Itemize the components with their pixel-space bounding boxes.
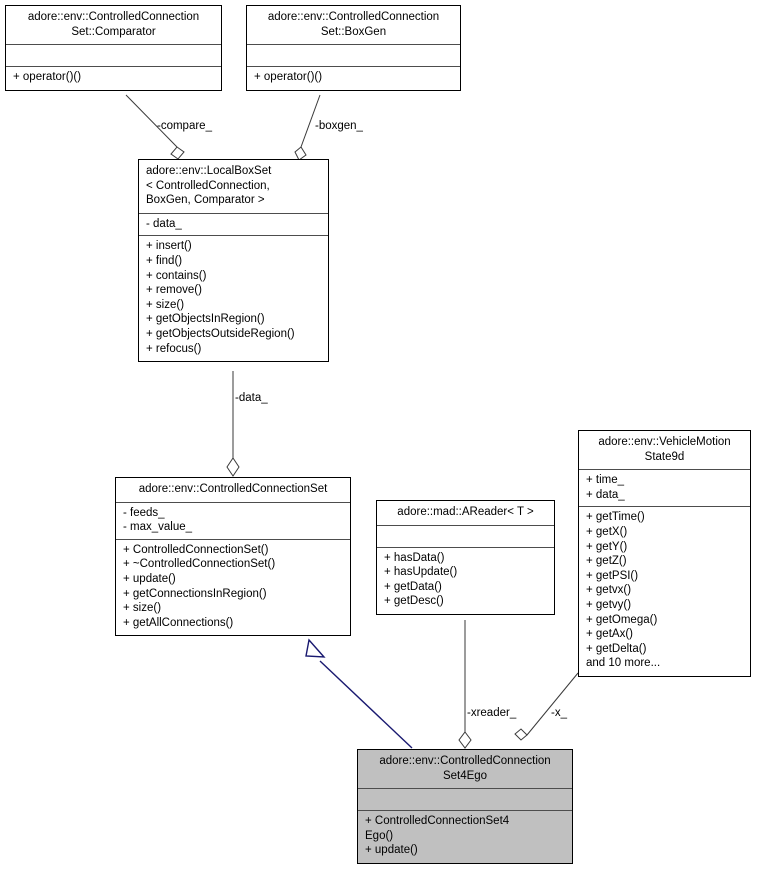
class-name-areader: adore::mad::AReader< T > <box>377 501 554 526</box>
class-attributes-areader <box>377 526 554 548</box>
class-name-localboxset: adore::env::LocalBoxSet < ControlledConn… <box>139 160 328 214</box>
class-name-vehiclemotionstate9d: adore::env::VehicleMotion State9d <box>579 431 750 471</box>
class-operations-connectionset: + ControlledConnectionSet() + ~Controlle… <box>123 543 276 629</box>
class-box-comparator[interactable]: adore::env::ControlledConnection Set::Co… <box>5 5 222 91</box>
edge-label-compare: -compare_ <box>157 120 212 132</box>
class-name-connectionset4ego: adore::env::ControlledConnection Set4Ego <box>358 750 572 790</box>
edge-x <box>514 672 579 741</box>
class-box-connectionset[interactable]: adore::env::ControlledConnectionSet - fe… <box>115 477 351 637</box>
class-box-localboxset[interactable]: adore::env::LocalBoxSet < ControlledConn… <box>138 159 329 363</box>
class-attributes-connectionset: - feeds_ - max_value_ <box>116 503 350 540</box>
class-operations-connectionset4ego: + ControlledConnectionSet4 Ego() + updat… <box>365 815 510 857</box>
class-attributes-vehiclemotionstate9d: + time_ + data_ <box>579 470 750 508</box>
class-operations-vehiclemotionstate9d: + getTime() + getX() + getY() + getZ() +… <box>586 511 661 670</box>
edge-label-xreader: -xreader_ <box>467 707 517 719</box>
class-attributes-localboxset: - data_ <box>139 214 328 237</box>
edge-xreader <box>458 620 472 749</box>
class-box-areader[interactable]: adore::mad::AReader< T > + hasData() + h… <box>376 500 555 615</box>
class-attributes-comparator <box>6 45 221 68</box>
class-operations-localboxset: + insert() + find() + contains() + remov… <box>146 240 295 355</box>
edge-label-x: -x_ <box>551 707 567 719</box>
class-attributes-connectionset4ego <box>358 789 572 812</box>
class-operations-comparator: + operator()() <box>13 71 82 84</box>
class-name-comparator: adore::env::ControlledConnection Set::Co… <box>6 6 221 46</box>
edge-label-data: -data_ <box>235 392 268 404</box>
class-operations-boxgen: + operator()() <box>254 71 323 84</box>
edge-data <box>226 371 240 477</box>
class-box-connectionset4ego[interactable]: adore::env::ControlledConnection Set4Ego… <box>357 749 573 864</box>
class-box-vehiclemotionstate9d[interactable]: adore::env::VehicleMotion State9d + time… <box>578 430 751 677</box>
edge-label-boxgen: -boxgen_ <box>315 120 363 132</box>
class-operations-areader: + hasData() + hasUpdate() + getData() + … <box>384 551 458 608</box>
edge-inheritance <box>305 638 413 749</box>
class-box-boxgen[interactable]: adore::env::ControlledConnection Set::Bo… <box>246 5 461 91</box>
class-name-connectionset: adore::env::ControlledConnectionSet <box>116 478 350 503</box>
class-attributes-boxgen <box>247 45 460 68</box>
class-name-boxgen: adore::env::ControlledConnection Set::Bo… <box>247 6 460 46</box>
